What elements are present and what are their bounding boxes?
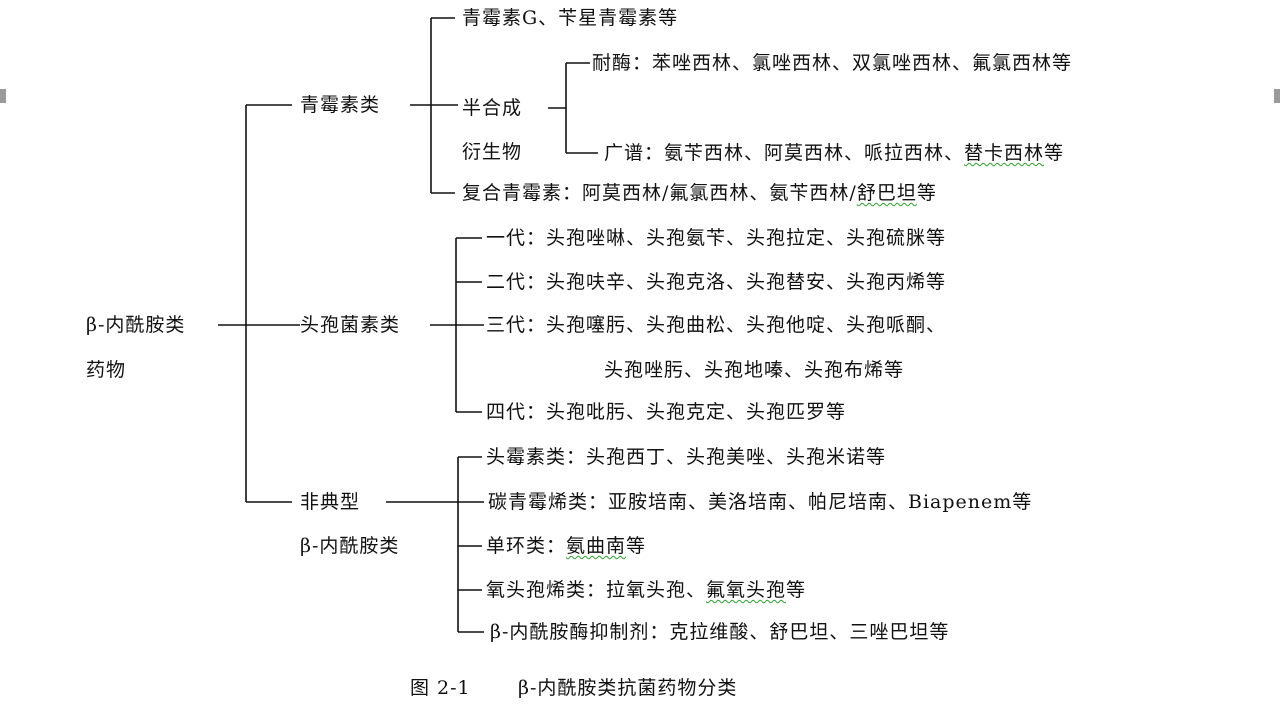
beta-lactamase-inhibitors-item: β-内酰胺酶抑制剂：克拉维酸、舒巴坦、三唑巴坦等 [490, 621, 950, 643]
oxacephem-item: 氧头孢烯类：拉氧头孢、氟氧头孢等 [486, 579, 807, 601]
semi-synthetic-line1: 半合成 [462, 97, 523, 119]
compound-penicillin-item: 复合青霉素：阿莫西林/氟氯西林、氨苄西林/舒巴坦等 [462, 182, 937, 204]
atypical-label-line1: 非典型 [300, 491, 361, 513]
figure-caption: β-内酰胺类抗菌药物分类 [518, 677, 738, 699]
penicillins-label: 青霉素类 [300, 94, 381, 116]
left-edge-marker [0, 89, 6, 103]
root-label-line1: β-内酰胺类 [86, 314, 186, 336]
root-label-line2: 药物 [86, 359, 127, 381]
cephalosporins-label: 头孢菌素类 [300, 314, 401, 336]
right-edge-marker [1274, 89, 1280, 103]
gen3-item-line2: 头孢唑肟、头孢地嗪、头孢布烯等 [604, 359, 905, 381]
gen1-item: 一代：头孢唑啉、头孢氨苄、头孢拉定、头孢硫脒等 [486, 227, 947, 249]
carbapenems-item: 碳青霉烯类：亚胺培南、美洛培南、帕尼培南、Biapenem等 [488, 491, 1033, 513]
enzyme-resistant-item: 耐酶：苯唑西林、氯唑西林、双氯唑西林、氟氯西林等 [592, 52, 1073, 74]
gen3-item-line1: 三代：头孢噻肟、头孢曲松、头孢他啶、头孢哌酮、 [486, 314, 947, 336]
figure-number: 图 2-1 [410, 677, 471, 699]
atypical-label-line2: β-内酰胺类 [300, 535, 400, 557]
broad-spectrum-item: 广谱：氨苄西林、阿莫西林、哌拉西林、替卡西林等 [604, 142, 1065, 164]
monobactam-item: 单环类：氨曲南等 [486, 535, 647, 557]
cephamycins-item: 头霉素类：头孢西丁、头孢美唑、头孢米诺等 [486, 446, 887, 468]
gen2-item: 二代：头孢呋辛、头孢克洛、头孢替安、头孢丙烯等 [486, 271, 947, 293]
gen4-item: 四代：头孢吡肟、头孢克定、头孢匹罗等 [486, 401, 847, 423]
semi-synthetic-line2: 衍生物 [462, 141, 523, 163]
penicillin-g-item: 青霉素G、苄星青霉素等 [462, 7, 679, 29]
